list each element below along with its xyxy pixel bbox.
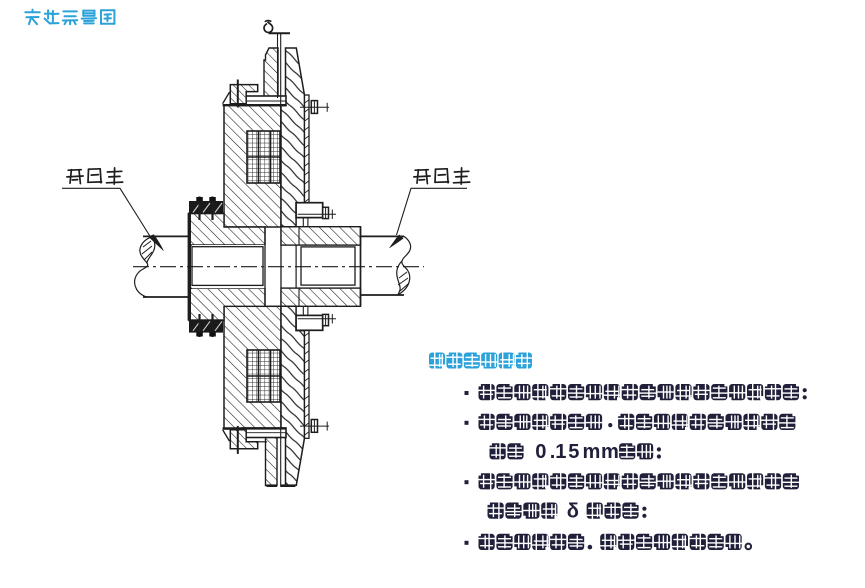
svg-text:m: m	[601, 441, 619, 463]
svg-text:0: 0	[535, 441, 546, 463]
svg-text:5: 5	[568, 441, 579, 463]
svg-text:1: 1	[555, 441, 566, 463]
svg-text:m: m	[582, 441, 600, 463]
svg-text:δ: δ	[567, 500, 579, 522]
svg-text:.: .	[550, 441, 556, 463]
